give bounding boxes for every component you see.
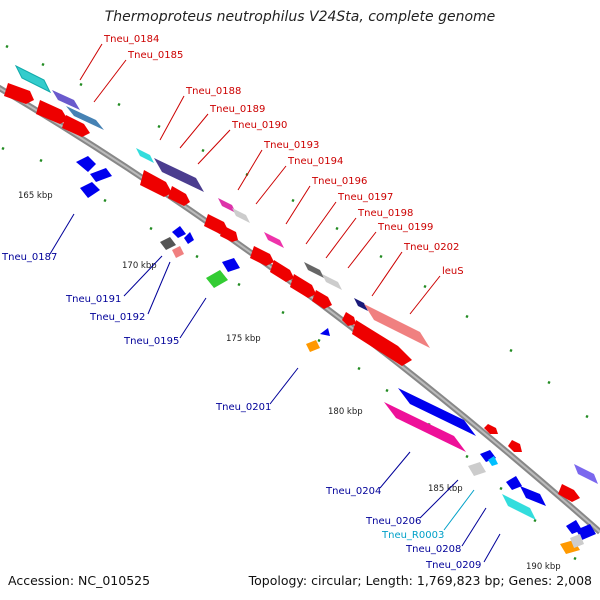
- gene-label-tneu-0191[interactable]: Tneu_0191: [65, 294, 121, 305]
- gene-label-tneu-0184[interactable]: Tneu_0184: [103, 34, 159, 45]
- cds-feature[interactable]: [36, 100, 68, 124]
- cds-forward-track: [4, 83, 580, 502]
- feature-outer-track: [14, 64, 598, 484]
- gene-feature-tneu-0185[interactable]: [52, 90, 80, 110]
- gene-feature-tneu-0191b[interactable]: [172, 226, 186, 238]
- gene-feature-tneu-0184-top[interactable]: [14, 64, 52, 94]
- gene-label-tneu-0201[interactable]: Tneu_0201: [215, 402, 271, 413]
- gene-feature-tneu-0184[interactable]: [16, 66, 50, 92]
- gene-feature-tneu-0187c[interactable]: [80, 182, 100, 198]
- ruler-label-190: 190 kbp: [526, 562, 561, 572]
- reverse-gene-labels: Tneu_0187 Tneu_0191 Tneu_0192 Tneu_0195 …: [1, 252, 481, 571]
- gene-feature-tneu-0187[interactable]: [76, 156, 96, 172]
- forward-gene-labels: Tneu_0184 Tneu_0185 Tneu_0188 Tneu_0189 …: [103, 34, 464, 277]
- cds-feature[interactable]: [270, 260, 294, 282]
- chromosome-backbone-highlight: [0, 87, 600, 533]
- gene-label-tneu-0192[interactable]: Tneu_0192: [89, 312, 145, 323]
- cds-feature[interactable]: [168, 186, 190, 206]
- topology-label: Topology: circular; Length: 1,769,823 bp…: [248, 573, 592, 588]
- gene-label-tneu-0195[interactable]: Tneu_0195: [123, 336, 179, 347]
- label-leader-lines: [49, 43, 501, 563]
- chromosome-backbone: [0, 84, 600, 535]
- gene-feature-tneu-0209c[interactable]: [576, 524, 596, 540]
- gene-feature-tneu-0201[interactable]: [306, 340, 320, 352]
- gene-feature-tneu-0208[interactable]: [506, 476, 522, 490]
- gene-label-tneu-0206[interactable]: Tneu_0206: [365, 516, 421, 527]
- gene-feature-tneu-0209e[interactable]: [570, 534, 584, 548]
- gene-label-tneu-0208[interactable]: Tneu_0208: [405, 544, 461, 555]
- gene-feature-tneu-0188[interactable]: [136, 148, 154, 163]
- gene-feature-tneu-0206b[interactable]: [468, 462, 486, 476]
- gene-label-tneu-0199[interactable]: Tneu_0199: [377, 222, 433, 233]
- gene-label-tneu-r0003[interactable]: Tneu_R0003: [381, 530, 444, 541]
- cds-feature[interactable]: [558, 484, 580, 502]
- cds-feature[interactable]: [484, 424, 498, 434]
- gene-label-tneu-0190[interactable]: Tneu_0190: [231, 120, 287, 131]
- gene-feature-leus[interactable]: [364, 304, 430, 348]
- cds-feature[interactable]: [62, 115, 90, 137]
- cds-feature[interactable]: [352, 320, 412, 366]
- gene-feature-tneu-0194[interactable]: [232, 208, 250, 223]
- cds-feature[interactable]: [508, 440, 522, 452]
- ruler-label-185: 185 kbp: [428, 484, 463, 494]
- gene-label-tneu-0197[interactable]: Tneu_0197: [337, 192, 393, 203]
- gene-label-tneu-0196[interactable]: Tneu_0196: [311, 176, 367, 187]
- gene-feature-tneu-0191c[interactable]: [184, 232, 194, 244]
- gene-feature-tneu-0191[interactable]: [160, 237, 176, 250]
- gene-feature-tneu-0204b[interactable]: [384, 402, 466, 452]
- gene-feature-tneu-0187b[interactable]: [90, 168, 112, 182]
- gene-feature-tneu-0192[interactable]: [172, 246, 184, 258]
- gene-label-tneu-0185[interactable]: Tneu_0185: [127, 50, 183, 61]
- map-title: Thermoproteus neutrophilus V24Sta, compl…: [104, 9, 496, 25]
- gene-feature-tneu-0189[interactable]: [154, 158, 204, 192]
- cds-feature[interactable]: [220, 226, 238, 242]
- cds-feature[interactable]: [140, 170, 172, 197]
- gene-feature-tneu-0198[interactable]: [322, 274, 342, 290]
- gene-feature-tneu-0196[interactable]: [264, 232, 284, 248]
- gene-feature-tneu-0204[interactable]: [398, 388, 476, 436]
- gene-feature-tneu-0202[interactable]: [354, 298, 368, 311]
- cds-feature[interactable]: [342, 312, 356, 326]
- accession-label: Accession: NC_010525: [8, 573, 151, 588]
- cds-feature[interactable]: [4, 83, 34, 104]
- gene-label-tneu-0189[interactable]: Tneu_0189: [209, 104, 265, 115]
- tick-marks: [1, 44, 589, 561]
- rna-gene-labels: Tneu_R0003: [381, 530, 444, 541]
- gene-feature-tneu-0209[interactable]: [502, 494, 536, 520]
- ruler-label-170: 170 kbp: [122, 261, 157, 271]
- gene-label-tneu-0188[interactable]: Tneu_0188: [185, 86, 241, 97]
- gene-feature-tneu-0195[interactable]: [206, 270, 228, 288]
- gene-feature-tneu-0201b[interactable]: [320, 328, 330, 336]
- gene-label-tneu-0202[interactable]: Tneu_0202: [403, 242, 459, 253]
- feature-reverse-track: [76, 156, 596, 554]
- cds-feature[interactable]: [250, 246, 274, 266]
- ruler-label-165: 165 kbp: [18, 191, 53, 201]
- ruler-label-175: 175 kbp: [226, 334, 261, 344]
- ruler-label-180: 180 kbp: [328, 407, 363, 417]
- gene-feature-tneu-0208b[interactable]: [520, 486, 546, 506]
- cds-feature[interactable]: [312, 290, 332, 309]
- gene-label-tneu-0194[interactable]: Tneu_0194: [287, 156, 343, 167]
- gene-feature-tneu-0197[interactable]: [304, 262, 324, 278]
- gene-label-tneu-0187[interactable]: Tneu_0187: [1, 252, 57, 263]
- gene-feature-tneu-0185b[interactable]: [66, 106, 104, 130]
- gene-feature-tneu-r0003[interactable]: [488, 456, 498, 466]
- gene-label-leus[interactable]: leuS: [442, 266, 464, 277]
- gene-feature-right[interactable]: [574, 464, 598, 484]
- gene-label-tneu-0204[interactable]: Tneu_0204: [325, 486, 381, 497]
- gene-feature-tneu-0195b[interactable]: [222, 258, 240, 272]
- cds-feature[interactable]: [204, 214, 228, 234]
- ruler-labels: 165 kbp 170 kbp 175 kbp 180 kbp 185 kbp …: [18, 191, 561, 572]
- gene-feature-tneu-0193[interactable]: [218, 198, 236, 213]
- cds-feature[interactable]: [290, 274, 316, 298]
- gene-label-tneu-0209[interactable]: Tneu_0209: [425, 560, 481, 571]
- gene-label-tneu-0198[interactable]: Tneu_0198: [357, 208, 413, 219]
- gene-label-tneu-0193[interactable]: Tneu_0193: [263, 140, 319, 151]
